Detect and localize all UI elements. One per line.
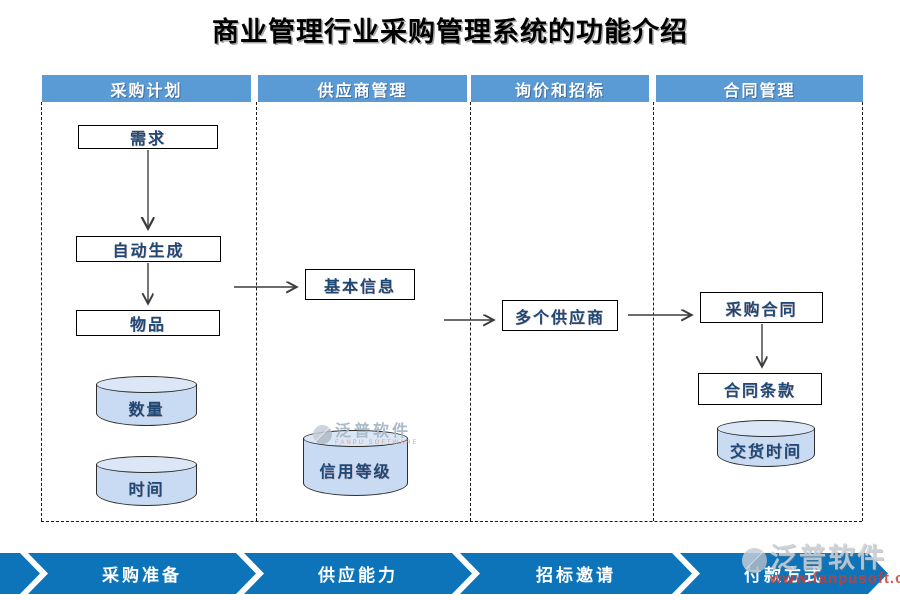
cylinder-top-ellipse — [96, 376, 197, 393]
column-divider — [653, 102, 654, 521]
column-divider — [256, 102, 257, 521]
footer-step-payment-method: 付款方式 — [680, 553, 888, 594]
column-divider — [862, 102, 863, 521]
cylinder-credit-rating-label: 信用等级 — [303, 438, 408, 496]
column-header-supplier-management: 供应商管理 — [258, 75, 467, 102]
cylinder-quantity: 数量 — [96, 376, 197, 426]
column-header-procurement-plan: 采购计划 — [42, 75, 251, 102]
cylinder-credit-rating: 信用等级 — [303, 430, 408, 496]
node-auto-generate: 自动生成 — [76, 236, 221, 262]
footer-step-procurement-preparation: 采购准备 — [28, 553, 256, 594]
column-header-contract-management: 合同管理 — [656, 75, 863, 102]
node-demand: 需求 — [78, 125, 218, 149]
node-multiple-suppliers: 多个供应商 — [502, 300, 618, 331]
footer-chevron-lead — [0, 553, 40, 594]
node-purchase-contract: 采购合同 — [700, 292, 823, 323]
node-items: 物品 — [76, 310, 220, 336]
cylinder-top-ellipse — [303, 430, 408, 447]
page-title: 商业管理行业采购管理系统的功能介绍 — [212, 17, 688, 47]
node-contract-terms: 合同条款 — [698, 373, 822, 405]
cylinder-time: 时间 — [96, 456, 197, 506]
cylinder-delivery-time: 交货时间 — [717, 420, 815, 467]
column-divider — [41, 102, 42, 521]
diagram-bottom-border — [41, 521, 862, 522]
footer-step-bidding-invitation: 招标邀请 — [460, 553, 692, 594]
column-header-inquiry-bidding: 询价和招标 — [471, 75, 649, 102]
cylinder-top-ellipse — [96, 456, 197, 473]
footer-step-supply-capacity: 供应能力 — [244, 553, 472, 594]
column-divider — [470, 102, 471, 521]
cylinder-top-ellipse — [717, 420, 815, 437]
node-basic-info: 基本信息 — [305, 269, 415, 300]
